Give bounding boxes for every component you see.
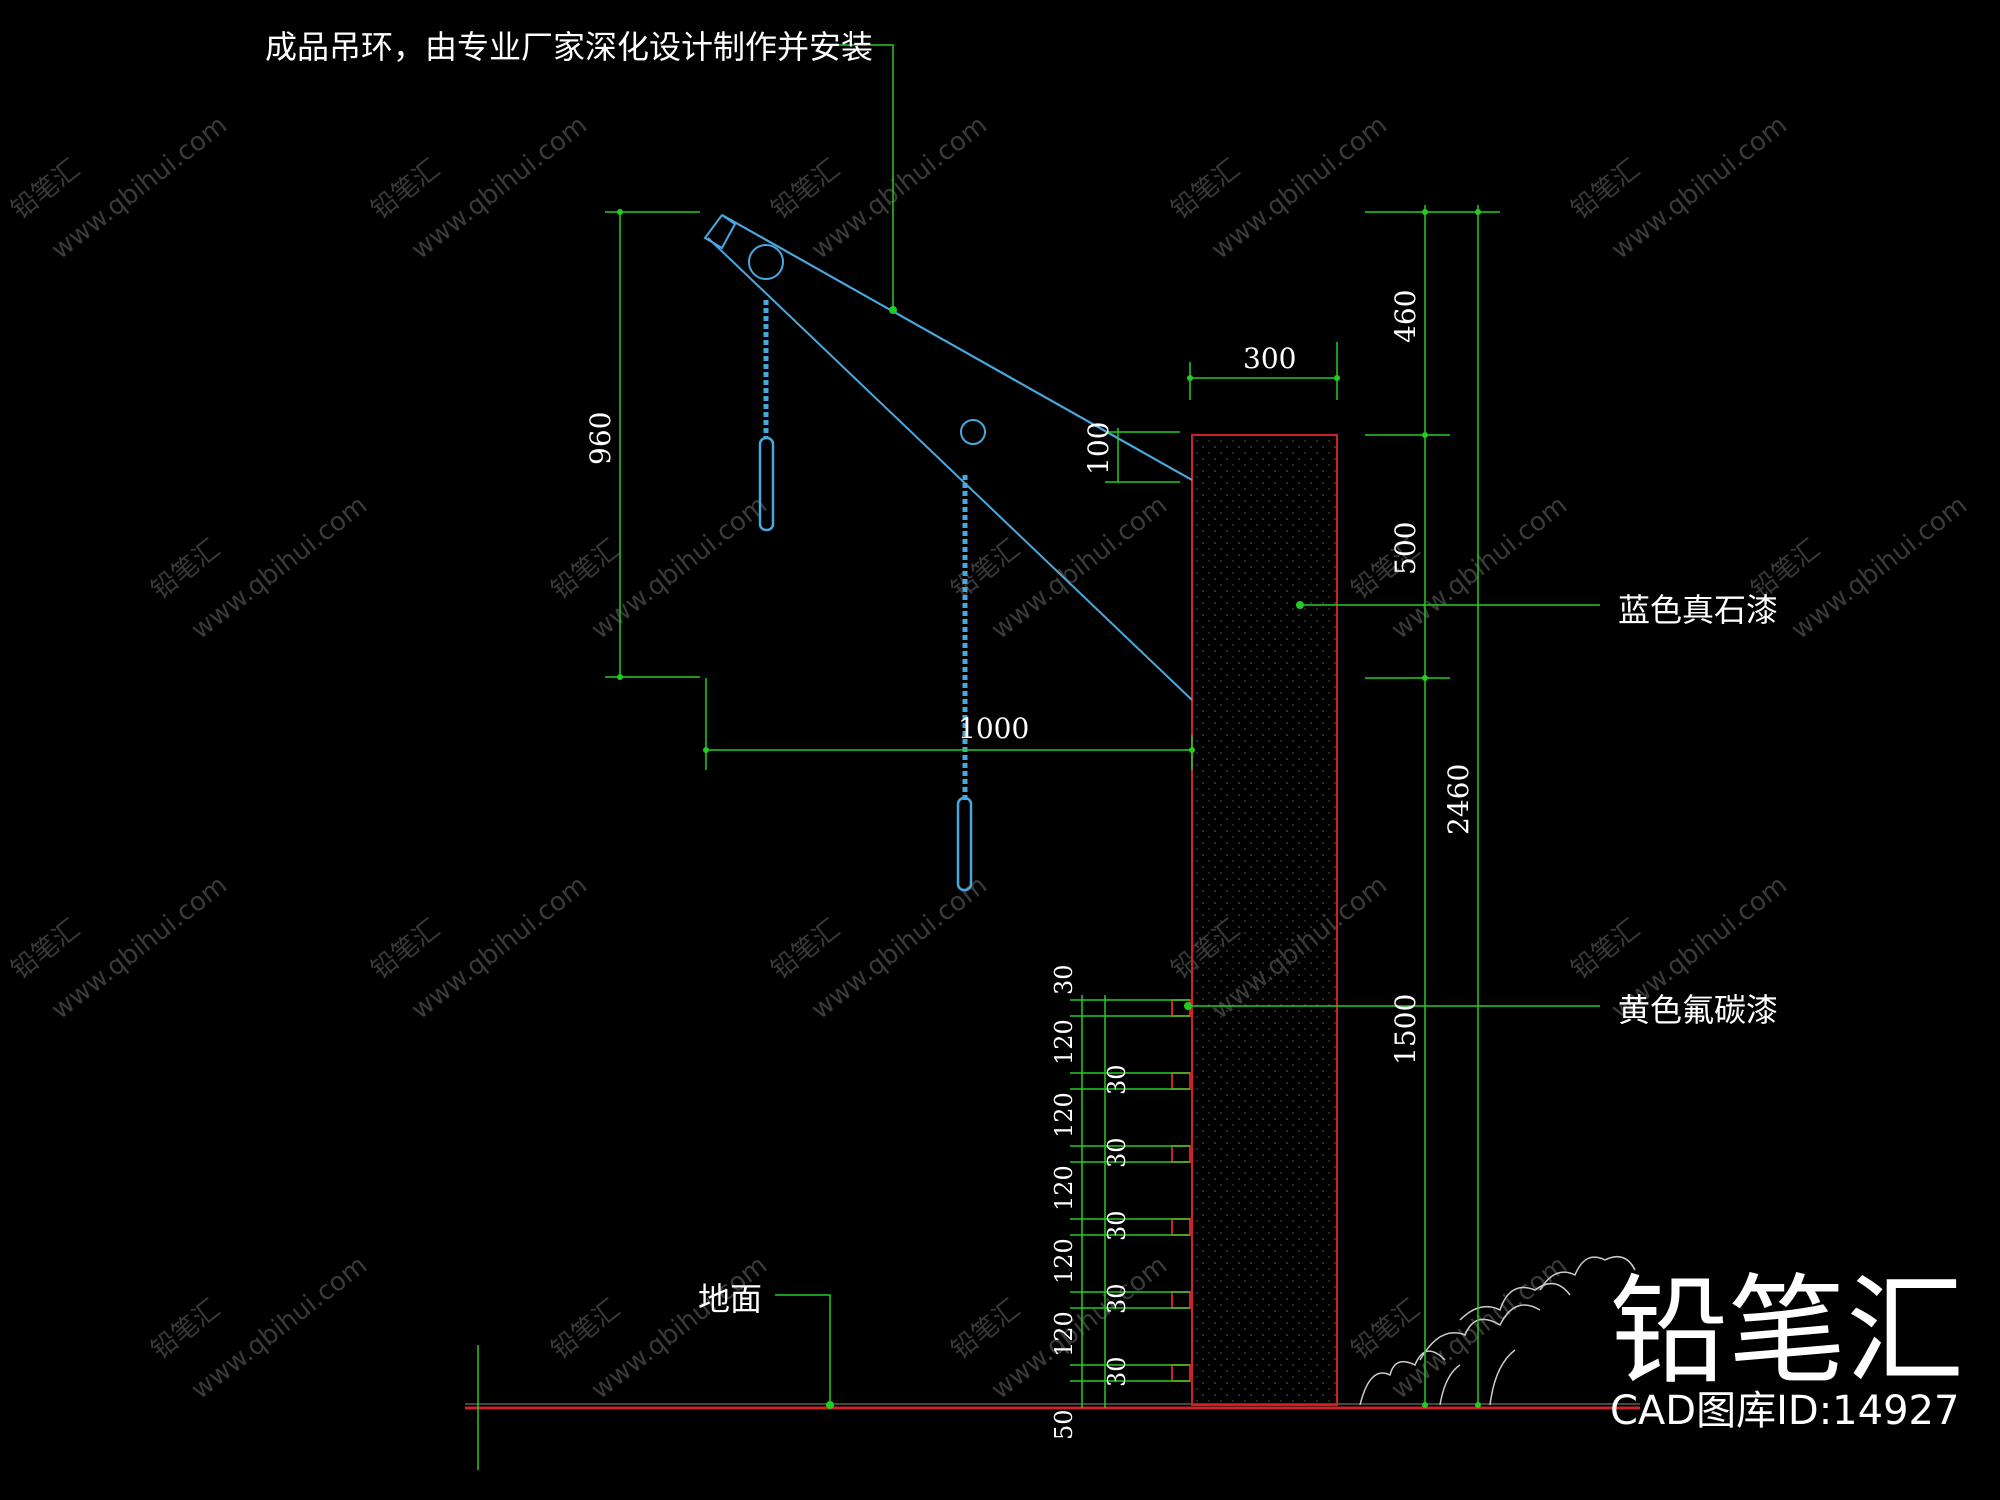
wall-section <box>1191 434 1338 1406</box>
dim-1500: 1500 <box>1389 994 1422 1065</box>
brand-logo-text: 铅笔汇 <box>1610 1262 1964 1400</box>
yellow-paint-strips <box>1171 999 1191 1382</box>
brand-logo: 铅笔汇 CAD图库ID:14927 <box>1610 1262 1964 1434</box>
dim-500: 500 <box>1389 522 1422 575</box>
watermark-cn: 铅笔汇 <box>946 1294 1026 1366</box>
svg-text:50: 50 <box>1050 1409 1078 1440</box>
dim-300: 300 <box>1243 342 1296 375</box>
dim-960: 960 <box>584 412 617 465</box>
svg-text:30: 30 <box>1103 1210 1131 1241</box>
watermark-site: www.qbihui.com <box>806 870 993 1025</box>
hanging-ring-left <box>758 300 775 532</box>
watermark-cn: 铅笔汇 <box>1346 1294 1426 1366</box>
svg-text:30: 30 <box>1103 1283 1131 1314</box>
yellow-paint-label: 黄色氟碳漆 <box>1618 991 1778 1029</box>
watermark-site: www.qbihui.com <box>986 490 1173 645</box>
ground-label: 地面 <box>698 1280 762 1318</box>
dim-460: 460 <box>1389 290 1422 343</box>
brand-id-text: CAD图库ID:14927 <box>1610 1388 1959 1434</box>
watermark-site: www.qbihui.com <box>1206 110 1393 265</box>
watermark-cn: 铅笔汇 <box>6 914 86 986</box>
svg-text:30: 30 <box>1103 1137 1131 1168</box>
dim-100: 100 <box>1082 422 1115 475</box>
svg-text:120: 120 <box>1050 1238 1078 1284</box>
watermark-site: www.qbihui.com <box>46 870 233 1025</box>
svg-text:120: 120 <box>1050 1092 1078 1138</box>
watermark-cn: 铅笔汇 <box>366 154 446 226</box>
watermark-cn: 铅笔汇 <box>6 154 86 226</box>
watermark-site: www.qbihui.com <box>406 870 593 1025</box>
svg-text:120: 120 <box>1050 1165 1078 1211</box>
watermark-site: www.qbihui.com <box>586 1250 773 1405</box>
watermark-site: www.qbihui.com <box>986 1250 1173 1405</box>
watermark-site: www.qbihui.com <box>1386 1250 1573 1405</box>
watermark-site: www.qbihui.com <box>586 490 773 645</box>
cantilever-arm <box>703 214 1193 701</box>
watermark-cn: 铅笔汇 <box>766 914 846 986</box>
svg-text:120: 120 <box>1050 1311 1078 1357</box>
blue-paint-label: 蓝色真石漆 <box>1618 591 1778 629</box>
dimension-ticks <box>617 209 1481 1409</box>
watermark-site: www.qbihui.com <box>406 110 593 265</box>
watermark-cn: 铅笔汇 <box>366 914 446 986</box>
dimension-lines <box>605 44 1600 1408</box>
svg-text:30: 30 <box>1050 964 1078 995</box>
watermark-site: www.qbihui.com <box>46 110 233 265</box>
watermark-cn: 铅笔汇 <box>546 534 626 606</box>
watermark-cn: 铅笔汇 <box>146 1294 226 1366</box>
watermark-site: www.qbihui.com <box>186 1250 373 1405</box>
watermark-cn: 铅笔汇 <box>1566 154 1646 226</box>
svg-text:120: 120 <box>1050 1019 1078 1065</box>
svg-text:30: 30 <box>1103 1356 1131 1387</box>
watermark-site: www.qbihui.com <box>1786 490 1973 645</box>
ground-line <box>465 1345 1640 1470</box>
dim-2460: 2460 <box>1442 764 1475 835</box>
hanging-ring-note: 成品吊环，由专业厂家深化设计制作并安装 <box>265 28 873 66</box>
small-dimension-stack: 30 120 30 120 30 120 30 120 30 120 30 50 <box>1050 964 1131 1440</box>
svg-text:30: 30 <box>1103 1064 1131 1095</box>
watermark-site: www.qbihui.com <box>806 110 993 265</box>
watermark-cn: 铅笔汇 <box>146 534 226 606</box>
watermark-site: www.qbihui.com <box>186 490 373 645</box>
watermark-cn: 铅笔汇 <box>1566 914 1646 986</box>
watermark-cn: 铅笔汇 <box>546 1294 626 1366</box>
watermark-cn: 铅笔汇 <box>1166 154 1246 226</box>
hanging-ring-right <box>956 475 973 892</box>
dim-1000: 1000 <box>958 712 1029 745</box>
watermark-site: www.qbihui.com <box>1606 110 1793 265</box>
watermark-cn: 铅笔汇 <box>946 534 1026 606</box>
watermark-cn: 铅笔汇 <box>766 154 846 226</box>
